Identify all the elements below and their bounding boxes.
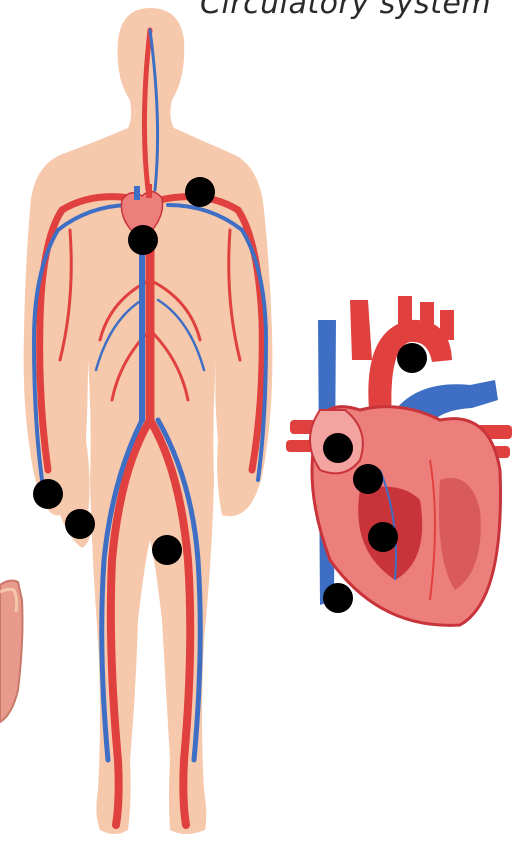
anatomical-heart-icon — [286, 296, 512, 625]
marker-heart-valve[interactable] — [353, 464, 383, 494]
marker-body-heart[interactable] — [128, 225, 158, 255]
marker-heart-ventricle[interactable] — [368, 522, 398, 552]
marker-body-left-wrist[interactable] — [33, 479, 63, 509]
marker-heart-aorta[interactable] — [397, 343, 427, 373]
marker-body-thigh[interactable] — [152, 535, 182, 565]
marker-heart-vena-cava[interactable] — [323, 583, 353, 613]
marker-heart-right-atrium[interactable] — [323, 433, 353, 463]
tissue-fragment-icon — [0, 581, 23, 722]
marker-body-left-finger[interactable] — [65, 509, 95, 539]
human-body-icon — [24, 8, 273, 834]
marker-body-shoulder[interactable] — [185, 177, 215, 207]
